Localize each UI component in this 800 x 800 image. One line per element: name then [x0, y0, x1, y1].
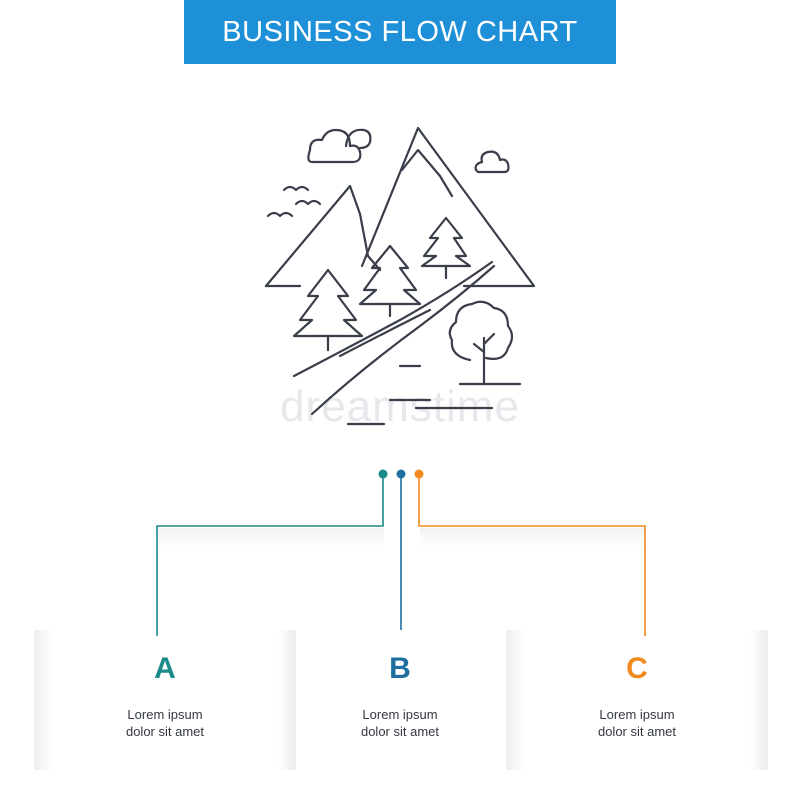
connector-c	[418, 476, 646, 636]
step-card-a: A Lorem ipsum dolor sit amet	[34, 630, 296, 770]
bird-icon	[282, 185, 310, 192]
step-letter-c: C	[626, 652, 648, 685]
chart-title: BUSINESS FLOW CHART	[222, 15, 578, 48]
step-description-c: Lorem ipsum dolor sit amet	[597, 707, 677, 739]
river-path	[292, 260, 494, 378]
bird-icon	[266, 211, 294, 218]
node-dot-c	[414, 469, 424, 479]
step-description-a: Lorem ipsum dolor sit amet	[125, 707, 205, 739]
mountain-snow-line	[400, 148, 454, 198]
node-dot-b	[396, 469, 406, 479]
connector-a	[156, 476, 384, 636]
cloud-icon	[474, 150, 510, 174]
mountain-small	[264, 184, 382, 288]
node-dot-a	[378, 469, 388, 479]
title-banner: BUSINESS FLOW CHART	[184, 0, 616, 64]
step-letter-a: A	[154, 652, 176, 685]
step-description-b: Lorem ipsum dolor sit amet	[360, 707, 440, 739]
bird-icon	[294, 199, 322, 206]
mountain-large	[360, 126, 536, 288]
step-letter-b: B	[389, 652, 411, 685]
tree-icon	[448, 300, 514, 362]
step-card-c: C Lorem ipsum dolor sit amet	[506, 630, 768, 770]
step-card-b: B Lorem ipsum dolor sit amet	[300, 630, 500, 770]
cloud-icon	[307, 128, 362, 164]
